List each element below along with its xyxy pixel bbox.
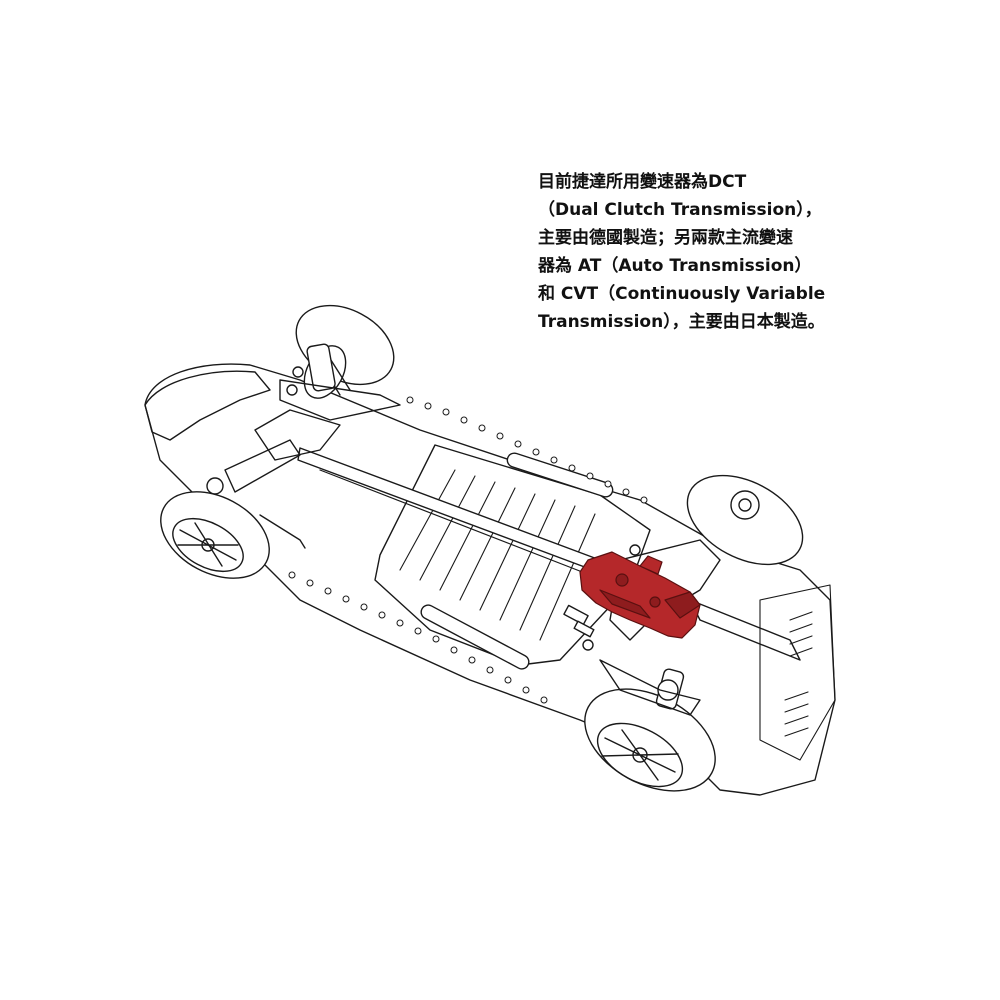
floor-bracket xyxy=(573,620,595,638)
caption-line: 和 CVT（Continuously Variable xyxy=(538,284,826,304)
front-bumper xyxy=(144,370,271,441)
caption-line: 主要由德國製造；另兩款主流變速 xyxy=(538,228,793,248)
front-right-wheel xyxy=(584,688,716,792)
caption-text: 目前捷達所用變速器為DCT （Dual Clutch Transmission）… xyxy=(538,168,858,336)
floor-bracket xyxy=(563,604,589,626)
caption-line: 器為 AT（Auto Transmission） xyxy=(538,256,812,276)
front-left-wheel xyxy=(160,491,270,579)
rear-right-wheel xyxy=(686,474,804,566)
caption-line: （Dual Clutch Transmission）， xyxy=(538,200,822,220)
exhaust-pipe xyxy=(319,469,591,576)
caption-line: 目前捷達所用變速器為DCT xyxy=(538,172,747,192)
side-sill-upper xyxy=(506,452,614,498)
rear-suspension xyxy=(206,343,401,549)
caption-line: Transmission），主要由日本製造。 xyxy=(538,312,825,332)
floor-ribs xyxy=(399,469,596,641)
side-sill-lower xyxy=(420,604,530,670)
front-radiator-grille xyxy=(759,584,836,761)
sill-brackets-upper xyxy=(406,396,648,504)
sill-brackets-lower xyxy=(288,571,548,704)
transmission-highlight xyxy=(579,551,701,639)
center-floor-panel xyxy=(374,444,651,666)
